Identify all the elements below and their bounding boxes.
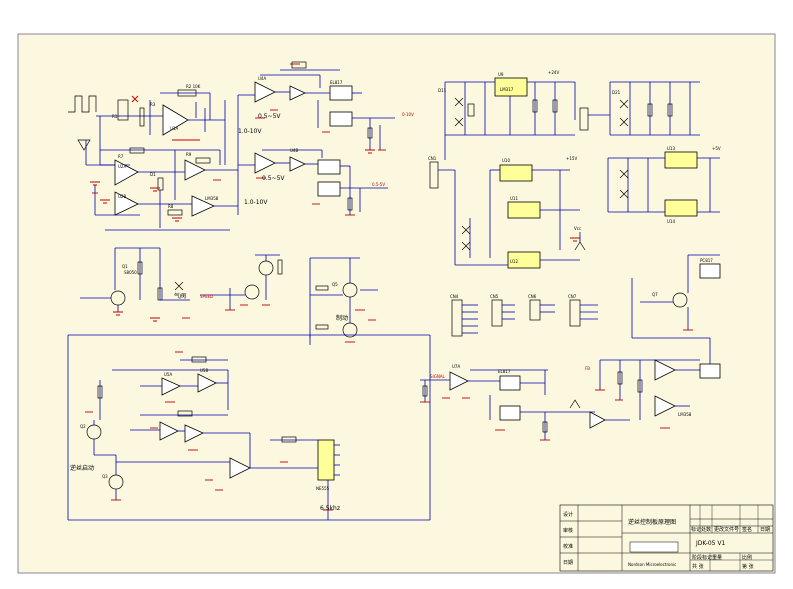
svg-text:CN4: CN4 (450, 294, 459, 299)
svg-text:EL817: EL817 (330, 80, 343, 85)
svg-text:Q3: Q3 (102, 474, 108, 479)
svg-text:U4B: U4B (290, 148, 298, 153)
svg-text:LM358: LM358 (205, 196, 219, 201)
svg-text:CN1: CN1 (428, 156, 437, 161)
tb-note: Nordson Microelectronic (628, 562, 676, 567)
svg-text:NE555: NE555 (316, 486, 330, 491)
svg-text:U10: U10 (502, 158, 510, 163)
power-supply-section: U9 LM317 +24V D11 D21 U (428, 70, 721, 269)
tb-weight: 重量 (712, 554, 722, 561)
svg-text:U5B: U5B (200, 368, 208, 373)
svg-text:Q5: Q5 (332, 282, 338, 287)
tb-design: 设计 (563, 511, 573, 518)
label-05-5v-mid: 0.5~5V (262, 175, 285, 182)
title-block: 设计 审核 校准 日期 逆丝控制板原理图 JDK-05 V1 标记 处数 更改文… (559, 504, 774, 572)
svg-text:+5V: +5V (712, 146, 721, 151)
svg-text:CN5: CN5 (490, 294, 499, 299)
label-air-valve: 气阀 (174, 292, 186, 300)
lower-right-circuit: SIGNAL U7A EL817 FB LM358 (420, 359, 721, 441)
svg-text:PC817: PC817 (700, 258, 713, 263)
svg-text:U1A: U1A (170, 126, 178, 131)
svg-text:U7A: U7A (452, 364, 460, 369)
lower-left-circuit: U5A U5B NE555 6.5khz (67, 334, 431, 521)
output-0-5v-chain: 0.5~5V 1.0-10V 0.5-5V U4B (238, 148, 388, 216)
svg-text:U2A: U2A (118, 164, 126, 169)
svg-text:SPEED: SPEED (200, 294, 213, 299)
right-driver: Q7 PC817 (631, 254, 721, 370)
label-freq: 6.5khz (320, 505, 340, 512)
svg-text:Q7: Q7 (652, 292, 658, 297)
svg-text:U11: U11 (510, 196, 518, 201)
svg-text:R7: R7 (118, 154, 124, 159)
input-stage: R1 R3 R2 10K U1A (68, 84, 226, 166)
svg-text:R8: R8 (168, 204, 174, 209)
tb-stage: 阶段标记 (692, 554, 712, 561)
svg-text:LM358: LM358 (678, 412, 692, 417)
svg-text:U2B: U2B (118, 194, 126, 199)
tb-scale: 比例 (742, 554, 752, 561)
tb-sheet-no: 第 张 (742, 563, 754, 570)
label-05-5v-top: 0.5~5V (258, 113, 281, 120)
svg-text:R2 10K: R2 10K (186, 84, 201, 89)
tb-col-count: 处数 (701, 526, 711, 533)
filter-stage: R7 U2A U2B R9 LM358 D1 R8 (90, 147, 238, 231)
label-reverse-start: 逆丝启动 (70, 464, 94, 472)
svg-text:Q2: Q2 (80, 424, 86, 429)
svg-text:U5A: U5A (164, 372, 172, 377)
svg-text:0.5-5V: 0.5-5V (372, 182, 385, 187)
driver-transistors: 气阀 Q1 S8050 SPEED (80, 247, 283, 322)
svg-text:U9: U9 (498, 72, 504, 77)
tb-col-change: 更改文件号 (714, 526, 739, 533)
tb-col-mark: 标记 (691, 526, 701, 533)
svg-text:+15V: +15V (566, 156, 577, 161)
svg-text:U12: U12 (510, 259, 518, 264)
svg-text:EL817: EL817 (498, 369, 511, 374)
svg-text:U4A: U4A (258, 76, 266, 81)
brake-section: 制动 Q5 (309, 257, 378, 343)
svg-text:+24V: +24V (548, 70, 559, 75)
label-1-10v-mid: 1.0-10V (244, 199, 268, 206)
tb-check: 审核 (563, 527, 573, 534)
svg-text:FB: FB (585, 366, 590, 371)
tb-title: 逆丝控制板原理图 (628, 518, 676, 526)
svg-text:CN7: CN7 (568, 294, 577, 299)
svg-text:D1: D1 (150, 172, 156, 177)
svg-text:0-10V: 0-10V (402, 112, 414, 117)
svg-text:R1: R1 (112, 114, 118, 119)
svg-text:CN6: CN6 (528, 294, 537, 299)
svg-text:D11: D11 (438, 88, 447, 93)
tb-date: 日期 (563, 560, 573, 566)
svg-text:Q1: Q1 (122, 264, 128, 269)
output-0-10v-chain: 1.0-10V 0.5~5V EL817 0-10V U4A (237, 61, 414, 215)
label-1-10v-top: 1.0-10V (238, 128, 262, 135)
svg-text:S8050: S8050 (124, 270, 137, 275)
tb-sheet-total: 共 张 (692, 563, 704, 570)
svg-text:SIGNAL: SIGNAL (430, 374, 446, 379)
connector-bank: CN4 CN5 CN6 CN7 (450, 294, 598, 337)
svg-text:LM317: LM317 (500, 87, 514, 92)
tb-col-sign: 签名 (742, 526, 752, 533)
svg-text:D21: D21 (612, 90, 621, 95)
svg-text:U14: U14 (667, 219, 675, 224)
tb-std: 校准 (563, 543, 573, 550)
svg-text:R9: R9 (186, 152, 192, 157)
drawing-frame (17, 33, 776, 574)
tb-drawing-no: JDK-05 V1 (695, 540, 726, 547)
label-brake: 制动 (336, 314, 348, 322)
svg-text:U13: U13 (667, 146, 675, 151)
svg-text:R3: R3 (150, 102, 156, 107)
svg-text:Vcc: Vcc (574, 226, 581, 231)
tb-col-date: 日期 (760, 527, 770, 533)
